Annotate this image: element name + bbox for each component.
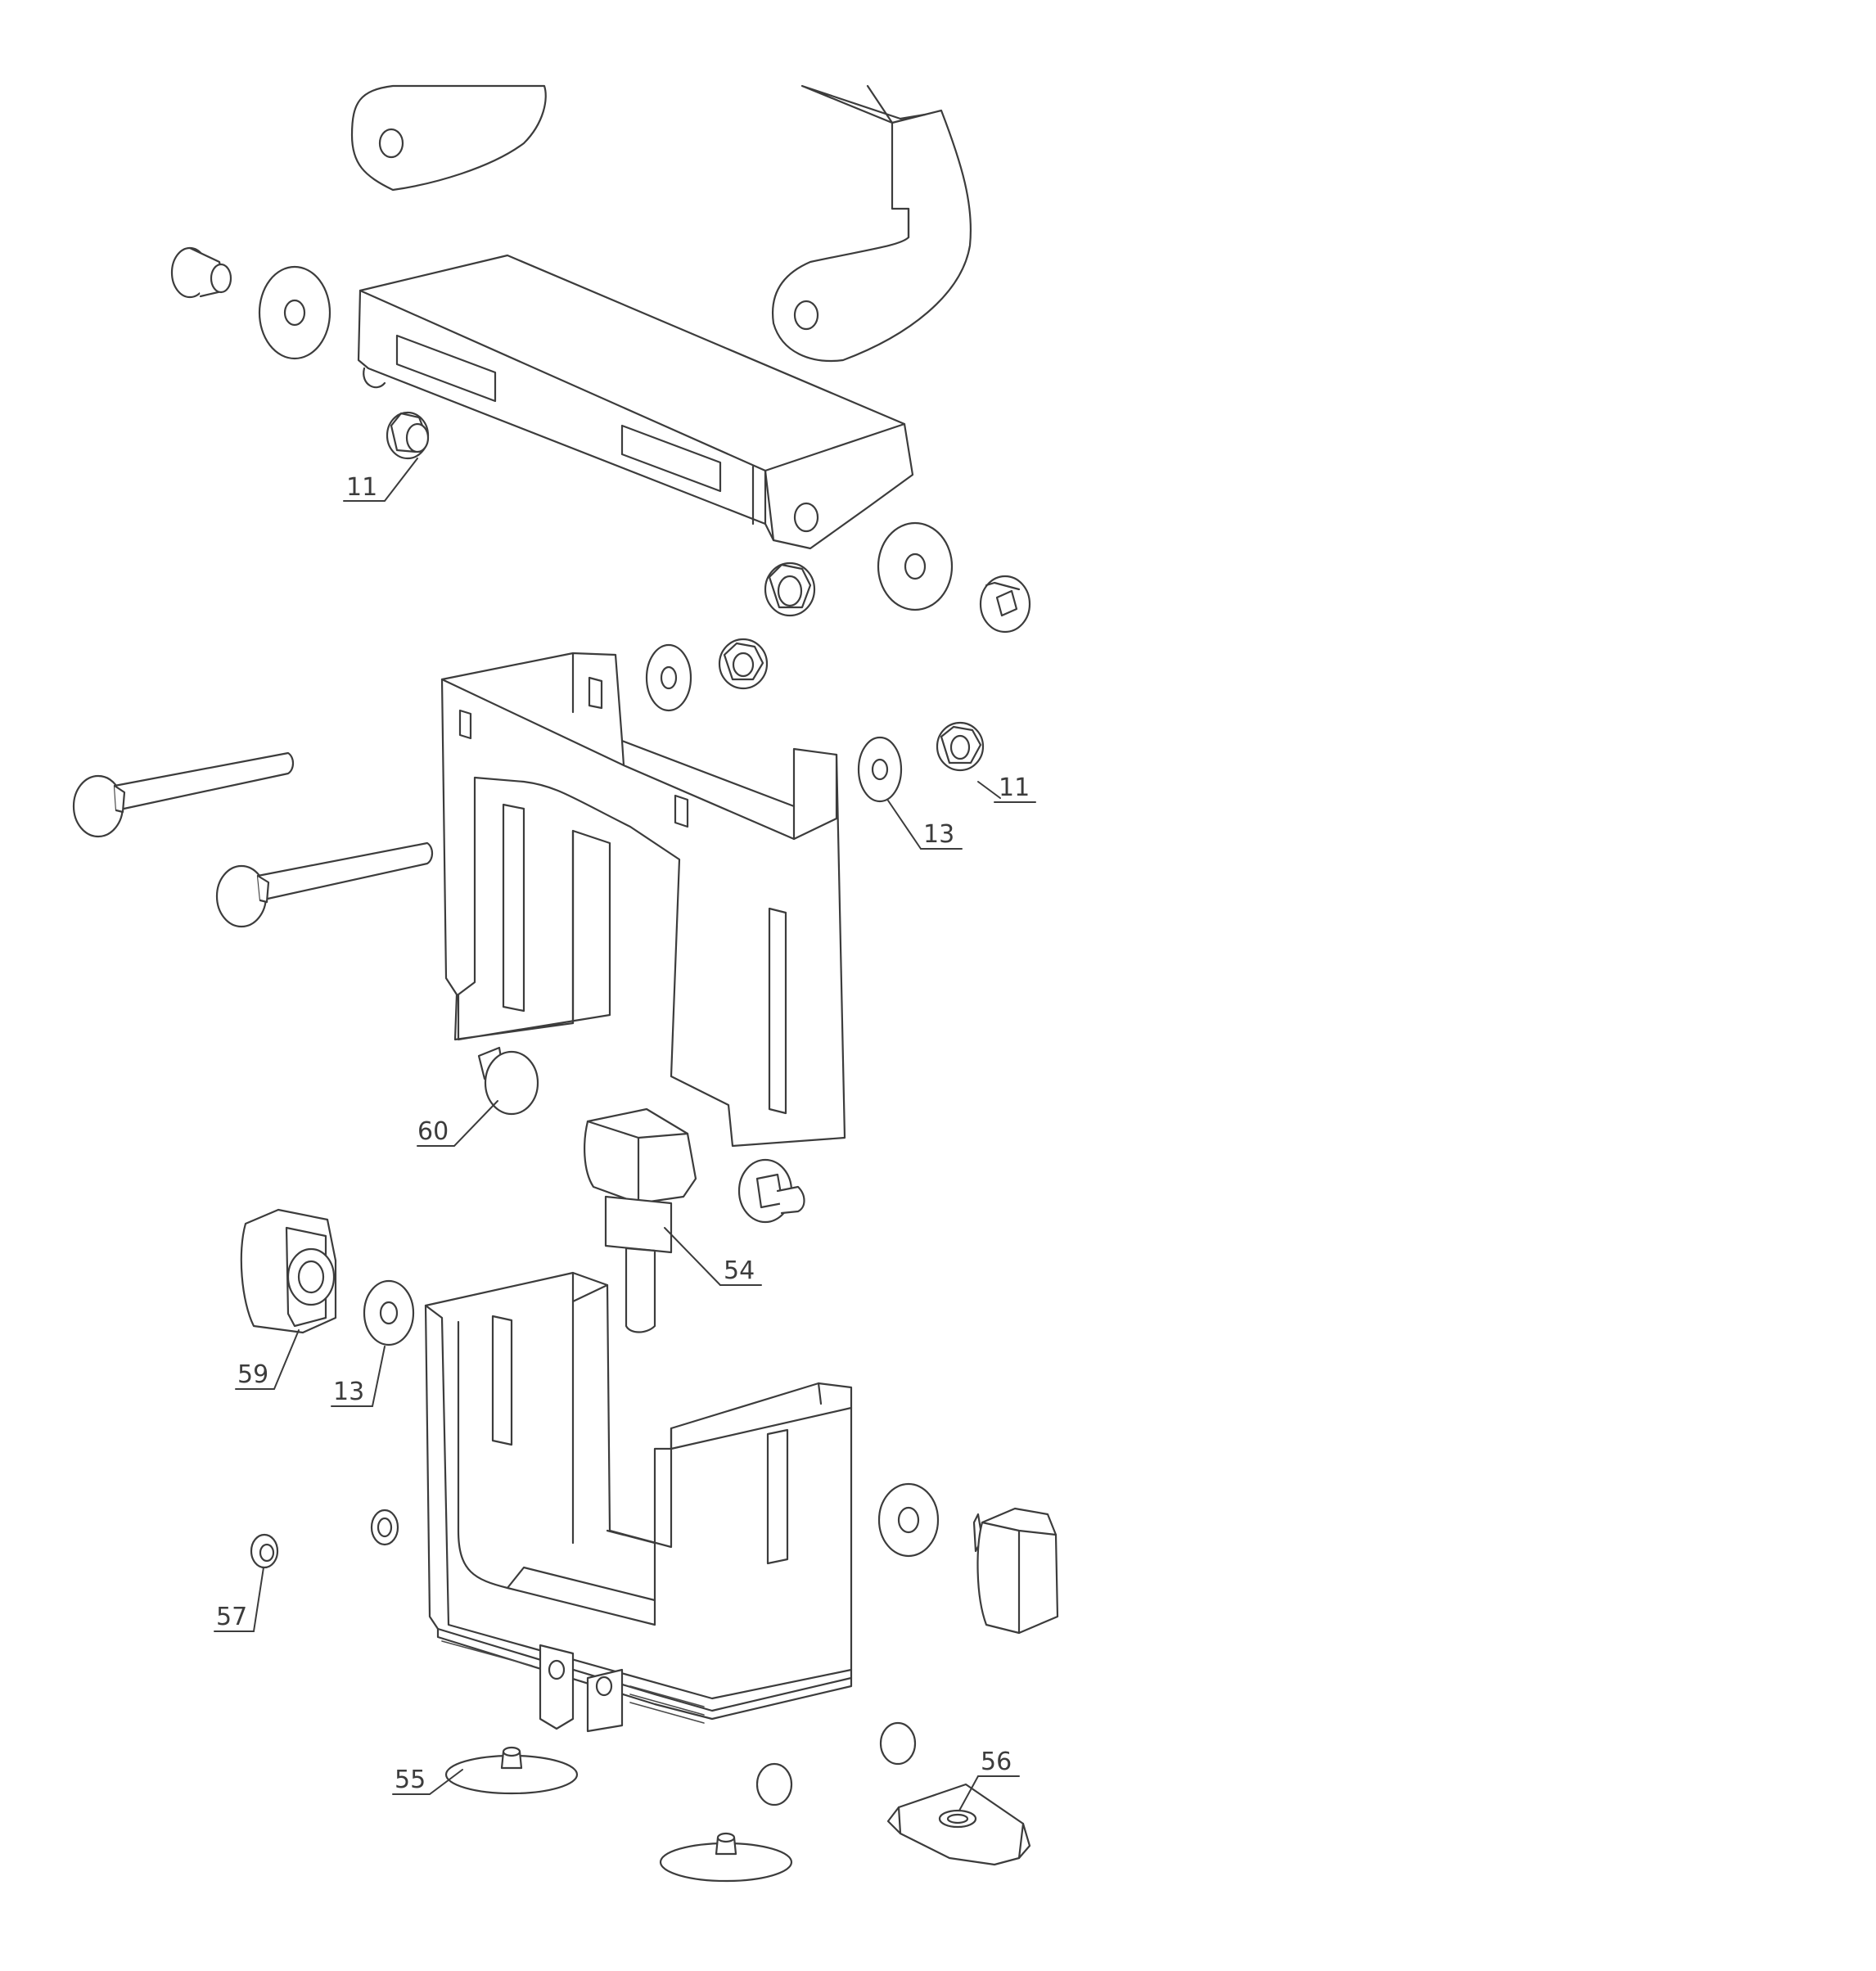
flange-bolt-top-left bbox=[170, 246, 232, 299]
clip-56 bbox=[886, 1783, 1031, 1866]
carriage-bolt-lower bbox=[215, 841, 434, 928]
nut-right-upper bbox=[764, 562, 816, 617]
cap-60 bbox=[477, 1046, 539, 1116]
lower-u-bracket bbox=[424, 1271, 853, 1733]
ring-bottom-a bbox=[755, 1762, 793, 1806]
nut-11-right bbox=[936, 721, 985, 772]
washer-top-left bbox=[258, 265, 331, 360]
washer-13-right bbox=[857, 736, 903, 803]
washer-mid-a bbox=[645, 643, 692, 712]
foot-pad-center bbox=[659, 1832, 793, 1883]
nut-57 bbox=[250, 1533, 279, 1569]
callout-label-13-right: 13 bbox=[923, 820, 954, 849]
callout-labels: 11 11 13 60 54 59 13 57 55 56 bbox=[216, 473, 1030, 1794]
washer-right-lower bbox=[877, 1482, 940, 1558]
callout-label-59: 59 bbox=[237, 1360, 268, 1389]
callout-label-56: 56 bbox=[981, 1748, 1012, 1776]
carriage-bolt-upper bbox=[72, 751, 295, 838]
callout-label-60: 60 bbox=[417, 1117, 449, 1146]
callout-label-11-left: 11 bbox=[346, 473, 377, 502]
knob-54 bbox=[584, 1107, 697, 1333]
callout-label-55: 55 bbox=[395, 1766, 426, 1794]
block-59 bbox=[240, 1208, 337, 1334]
nut-11-top-left bbox=[386, 411, 430, 460]
callout-label-57: 57 bbox=[216, 1603, 247, 1631]
nut-mid-a bbox=[718, 638, 769, 690]
ring-small-left bbox=[370, 1509, 399, 1546]
foot-pad-55 bbox=[444, 1746, 579, 1795]
upper-channel-bracket bbox=[357, 254, 914, 550]
bumper-right bbox=[972, 1507, 1059, 1635]
middle-u-bracket bbox=[440, 652, 846, 1148]
callout-label-11-right: 11 bbox=[999, 774, 1030, 802]
callout-label-54: 54 bbox=[724, 1256, 755, 1285]
washer-right-upper bbox=[877, 521, 954, 611]
callout-leaders bbox=[214, 458, 1036, 1811]
bolt-right-upper bbox=[979, 575, 1031, 634]
ring-bottom-b bbox=[879, 1721, 917, 1766]
bolt-small-center bbox=[737, 1158, 805, 1224]
washer-13-left bbox=[363, 1279, 415, 1346]
callout-label-13-left: 13 bbox=[333, 1378, 364, 1406]
top-arm-bracket bbox=[350, 84, 972, 362]
